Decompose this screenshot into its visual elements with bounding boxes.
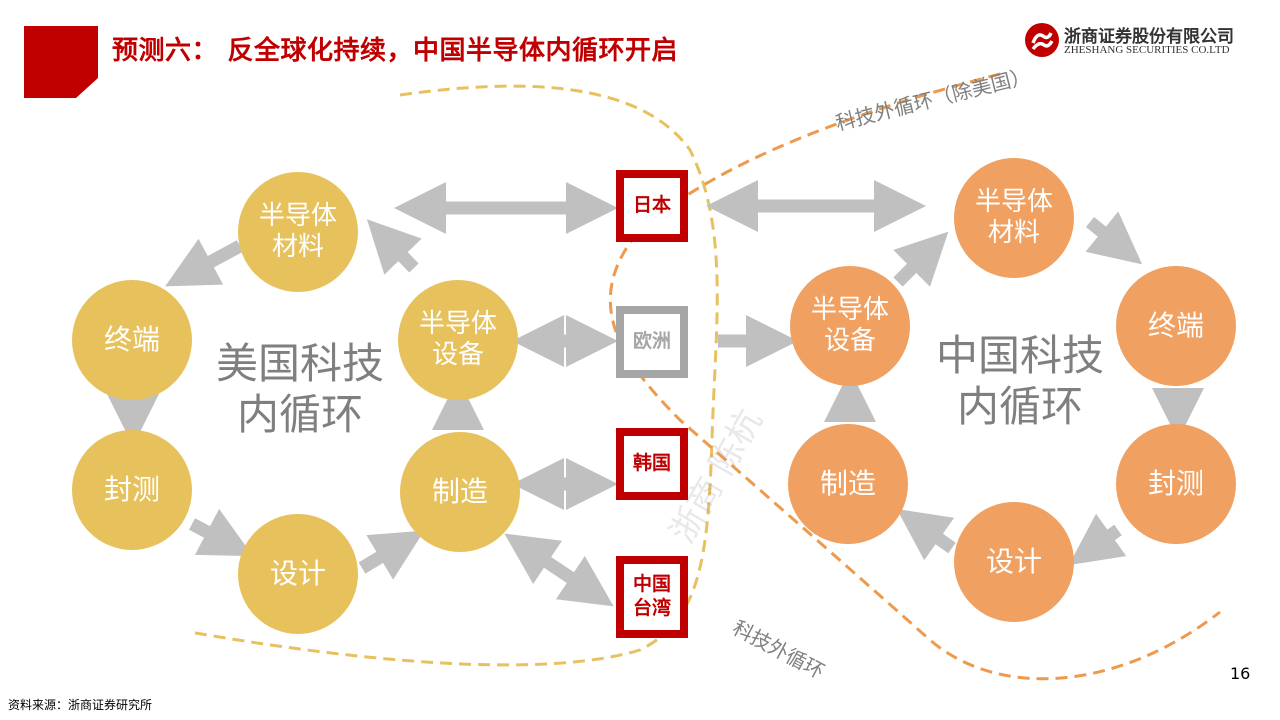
us-node-materials: 半导体 材料 [238, 172, 358, 292]
us-node-manufacturing-label: 制造 [431, 475, 488, 509]
cn-node-terminal-label: 终端 [1147, 309, 1204, 343]
cn-loop-boundary [608, 72, 1221, 681]
region-korea-label: 韩国 [632, 452, 671, 475]
cn-node-packaging-label: 封测 [1147, 467, 1204, 501]
arrow-cn-design-manufacturing [896, 509, 956, 561]
corner-accent-shape [24, 26, 98, 98]
arrow-design-manufacturing [358, 530, 425, 580]
arrow-equipment-materials [366, 219, 422, 275]
logo-company-name-en: ZHESHANG SECURITIES CO.LTD [1064, 44, 1230, 56]
region-japan: 日本 [616, 170, 688, 242]
us-node-design: 设计 [238, 514, 358, 634]
cn-loop-label-line2: 内循环 [957, 382, 1084, 432]
us-node-packaging-label: 封测 [103, 473, 160, 507]
arrow-materials-terminal [165, 238, 244, 287]
us-node-design-label: 设计 [269, 557, 326, 591]
cn-node-terminal: 终端 [1116, 266, 1236, 386]
cn-node-equipment: 半导体 设备 [790, 266, 910, 386]
cn-node-materials-label: 半导体 材料 [974, 187, 1053, 248]
us-node-equipment-label: 半导体 设备 [418, 309, 497, 370]
cn-loop-label-line1: 中国科技 [936, 331, 1105, 380]
region-taiwan-label: 中国 台湾 [632, 573, 671, 619]
arrow-us-taiwan [504, 533, 614, 607]
us-loop-label-line2: 内循环 [237, 390, 364, 440]
cn-node-materials: 半导体 材料 [954, 158, 1074, 278]
arrow-cn-materials-terminal [1085, 211, 1143, 265]
us-node-equipment: 半导体 设备 [398, 280, 518, 400]
us-node-materials-label: 半导体 材料 [258, 201, 337, 262]
source-note: 资料来源：浙商证券研究所 [8, 698, 153, 712]
cn-node-design: 设计 [954, 502, 1074, 622]
region-japan-label: 日本 [632, 194, 671, 217]
arrow-packaging-design [188, 508, 254, 557]
region-europe-label: 欧洲 [632, 330, 671, 353]
company-logo-icon [1025, 23, 1059, 57]
us-node-terminal-label: 终端 [103, 323, 160, 357]
cn-node-packaging: 封测 [1116, 424, 1236, 544]
cn-node-manufacturing: 制造 [788, 424, 908, 544]
cn-node-manufacturing-label: 制造 [819, 467, 876, 501]
us-loop-label-line1: 美国科技 [216, 339, 385, 388]
us-node-packaging: 封测 [72, 430, 192, 550]
cn-node-design-label: 设计 [985, 545, 1042, 579]
logo-company-name: 浙商证券股份有限公司 [1064, 27, 1234, 47]
region-europe: 欧洲 [616, 306, 688, 378]
us-node-manufacturing: 制造 [400, 432, 520, 552]
region-taiwan: 中国 台湾 [616, 556, 688, 638]
page-title: 预测六： 反全球化持续，中国半导体内循环开启 [112, 36, 679, 66]
us-loop-label: 美国科技 内循环 [216, 338, 384, 440]
cn-node-equipment-label: 半导体 设备 [810, 295, 889, 356]
us-node-terminal: 终端 [72, 280, 192, 400]
cn-loop-label: 中国科技 内循环 [936, 330, 1104, 432]
page-number: 16 [1230, 664, 1251, 683]
arrow-cn-equipment-materials [893, 231, 949, 287]
arrow-cn-packaging-design [1068, 513, 1127, 566]
region-korea: 韩国 [616, 428, 688, 500]
